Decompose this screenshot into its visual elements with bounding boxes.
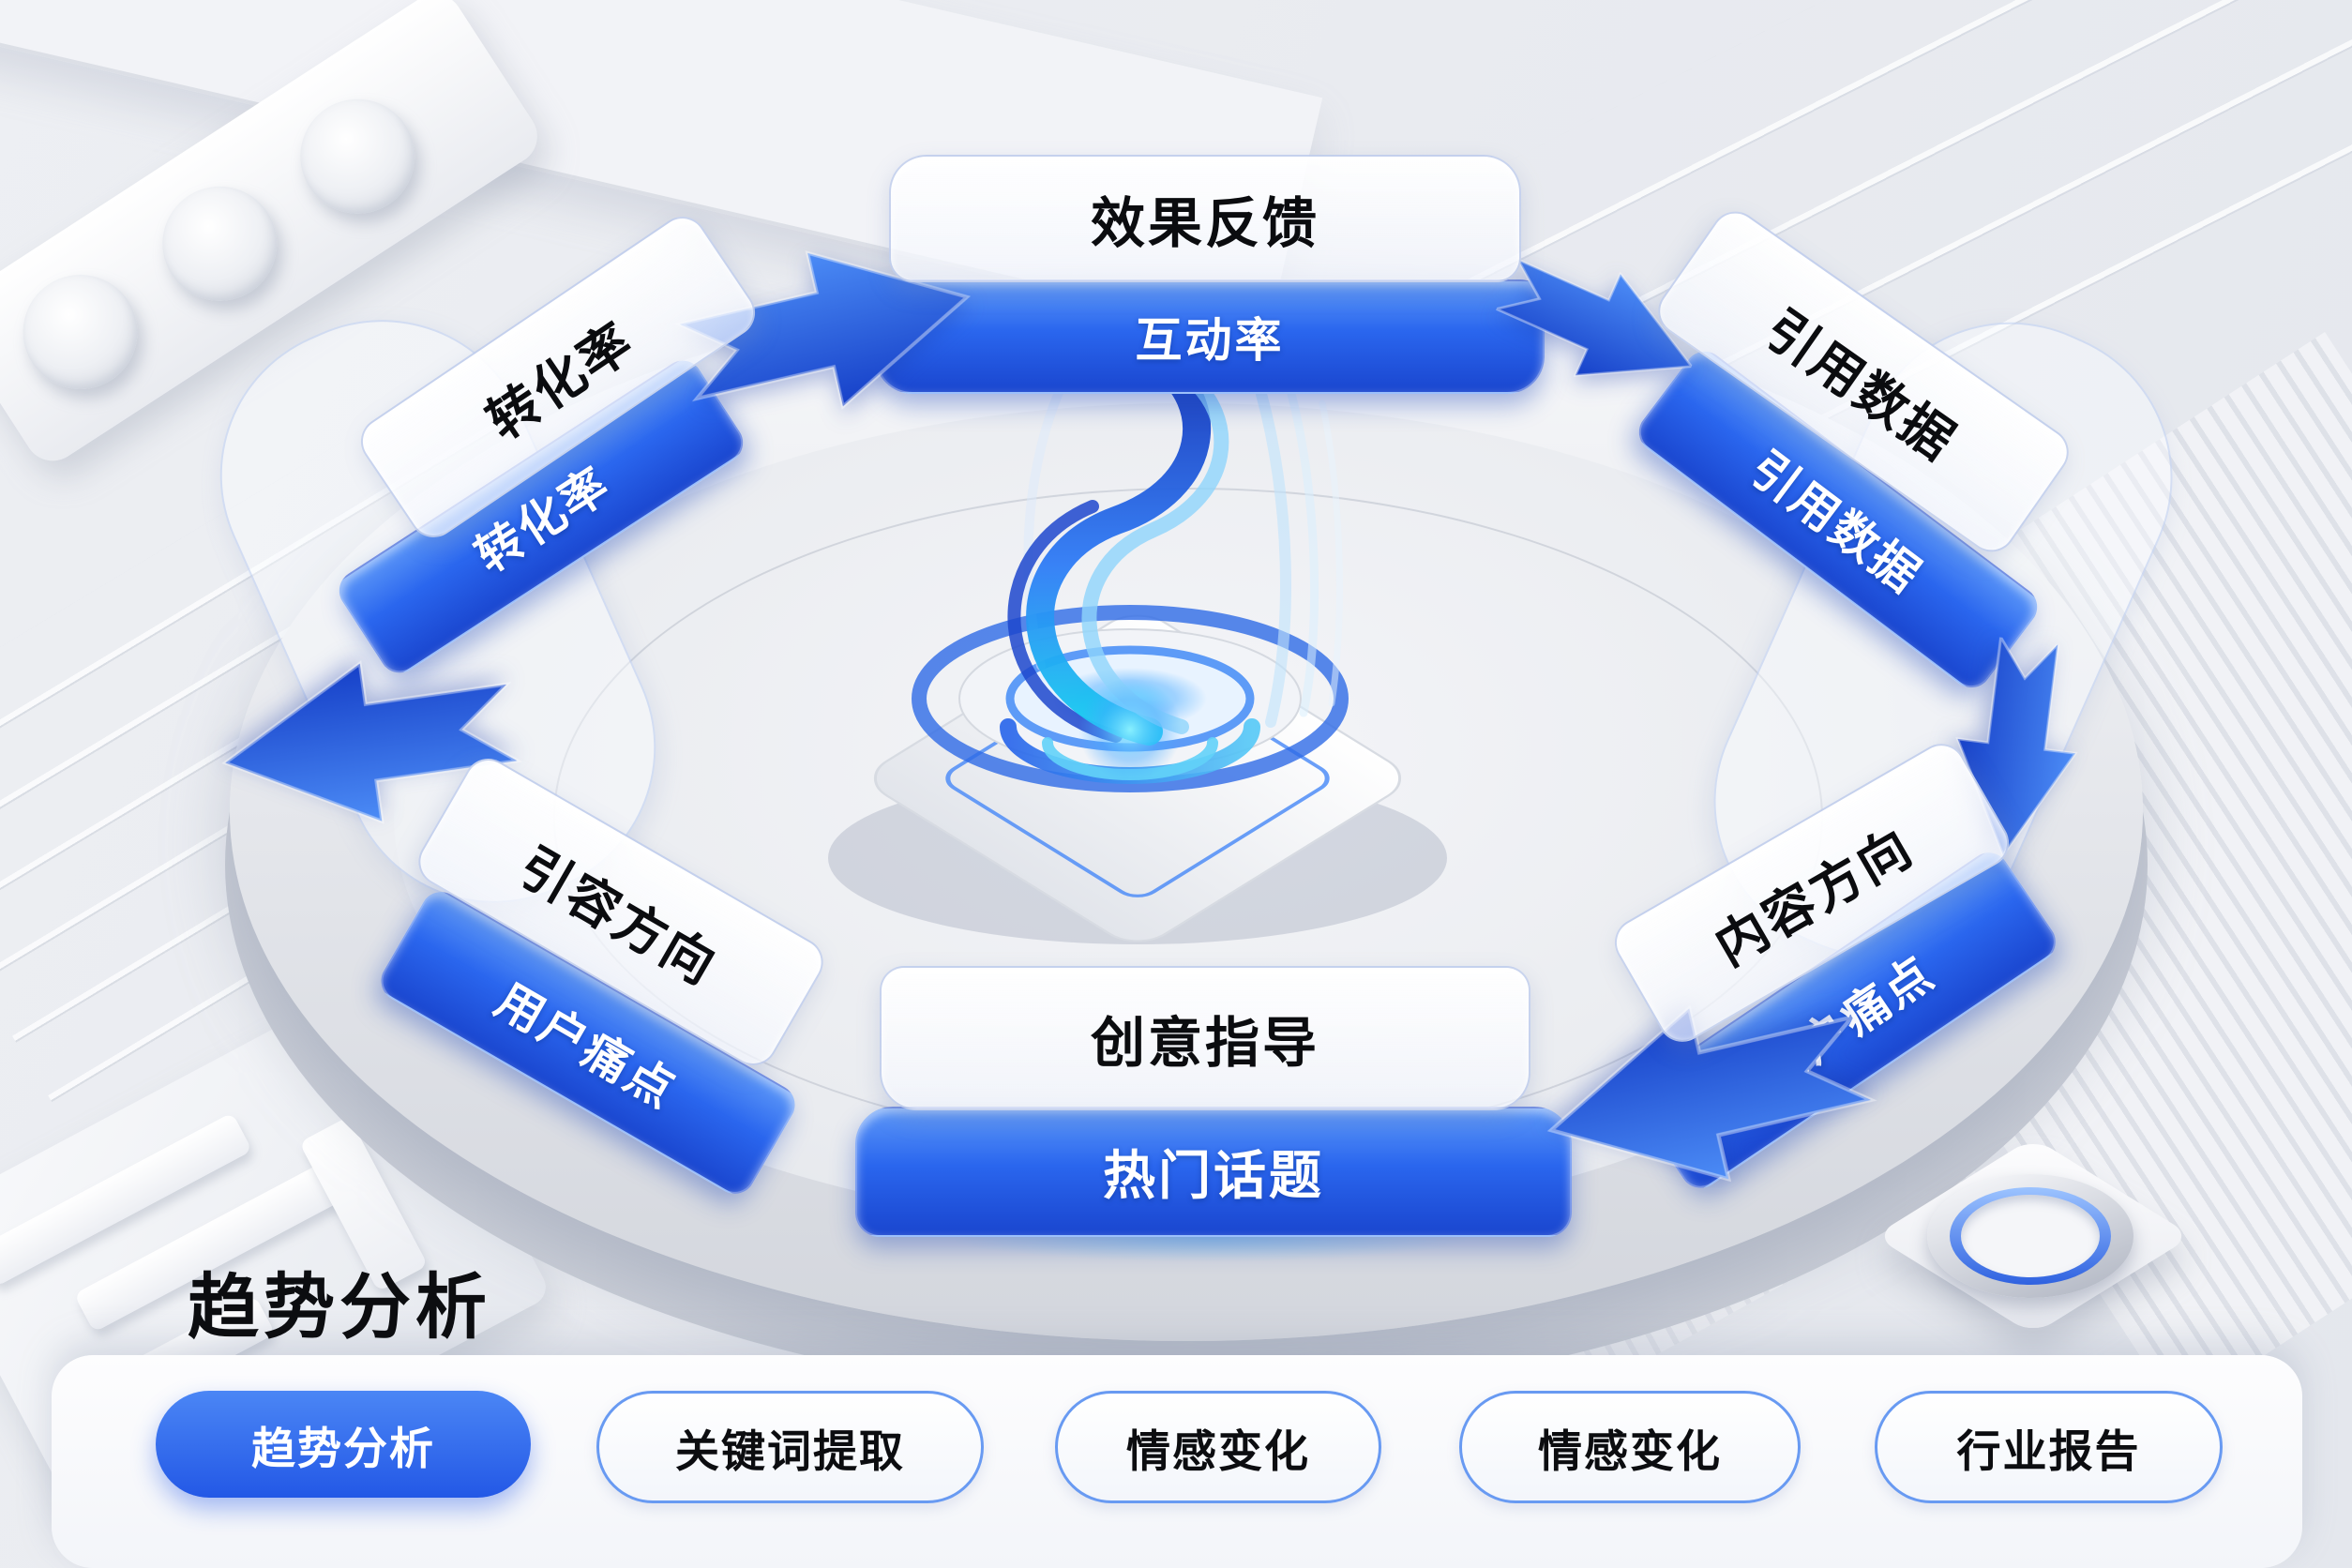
cylinder-button-icon (140, 164, 299, 324)
cylinder-button-icon (278, 77, 437, 236)
tab-sentiment-change-2[interactable]: 情感变化 (1459, 1391, 1801, 1503)
segment-bottom-outer-panel: 创意指导 (880, 966, 1530, 1110)
tab-trend-analysis[interactable]: 趋势分析 (156, 1391, 531, 1498)
segment-top-inner-band: 互动率 (875, 279, 1545, 394)
flow-arrow-left-icon (221, 660, 523, 824)
tab-sentiment-change-1[interactable]: 情感变化 (1055, 1391, 1381, 1503)
segment-bottom-inner-band: 热门话题 (855, 1107, 1572, 1237)
vortex-graphic (828, 347, 1447, 944)
tab-industry-report[interactable]: 行业报告 (1875, 1391, 2223, 1503)
flow-arrow-top-right-icon (1492, 257, 1695, 377)
tab-keyword-extraction[interactable]: 关键词提取 (596, 1391, 984, 1503)
flow-arrow-top-left-icon (673, 250, 972, 410)
ring-button-inner (1961, 1195, 2100, 1277)
page-title: 趋势分析 (188, 1268, 491, 1348)
segment-top-outer-panel: 效果反馈 (889, 155, 1521, 282)
cylinder-button-icon (1, 252, 159, 412)
